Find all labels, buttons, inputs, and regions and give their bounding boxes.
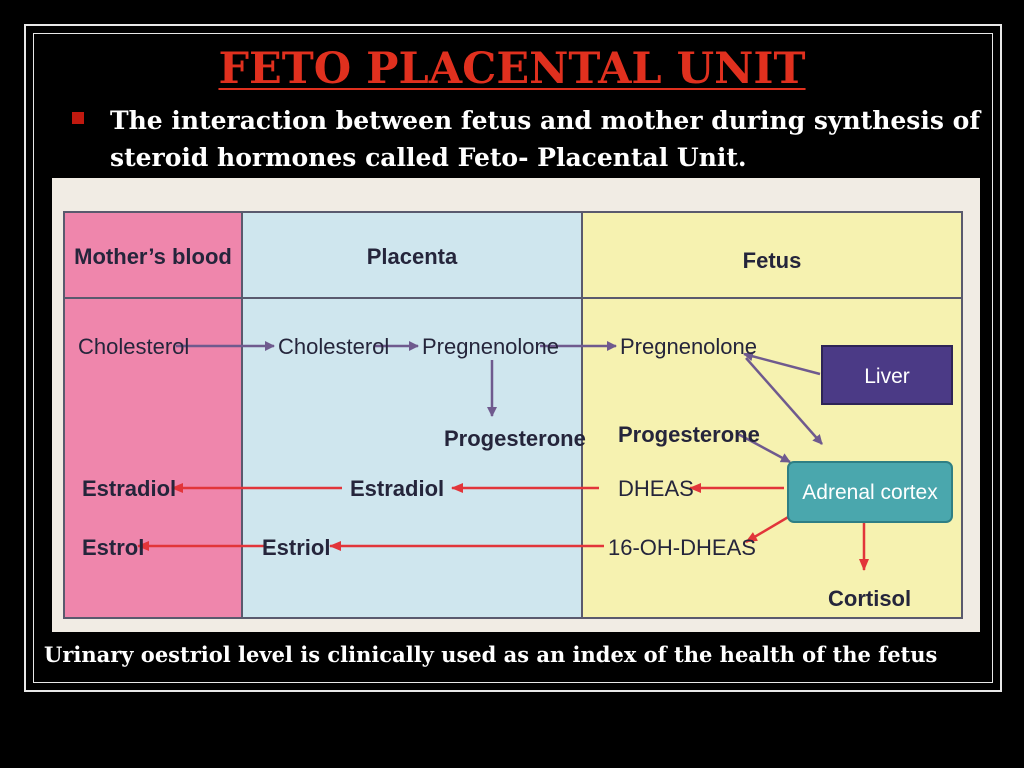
fetus-header: Fetus [743,248,802,273]
liver-box [821,345,953,405]
slide-frame-inner [33,33,993,683]
placenta-estradiol-label: Estradiol [350,476,444,501]
placenta-header: Placenta [367,244,458,269]
liver-label: Liver [864,365,910,388]
bullet-square-icon [72,112,84,124]
arrow-pregnenolone-to-adrenal [745,357,823,445]
placenta-pregnenolone-label: Pregnenolone [422,334,559,359]
fetus-progesterone-label: Progesterone [618,422,760,447]
placenta-cholesterol-label: Cholesterol [278,334,389,359]
arrow-adrenal-to-ohdheas [745,514,791,544]
fetus-dheas-label: DHEAS [618,476,694,501]
fetus-pregnenolone-label: Pregnenolone [620,334,757,359]
footer-note: Urinary oestriol level is clinically use… [44,642,938,667]
slide-frame-outer [24,24,1002,692]
adrenal-cortex-label: Adrenal cortex [802,481,938,504]
arrow-progesterone-to-adrenal [737,432,791,464]
fetus-column-bg [582,212,962,618]
placenta-column-bg [242,212,582,618]
bullet-text: The interaction between fetus and mother… [110,106,981,172]
placenta-progesterone-label: Progesterone [444,426,586,451]
slide-title: FETO PLACENTAL UNIT [218,44,806,94]
arrow-liver-to-pregnenolone [743,351,821,376]
fetus-ohdheas-label: 16-OH-DHEAS [608,535,756,560]
mother-estradiol-label: Estradiol [82,476,176,501]
mother-estrol-label: Estrol [82,535,144,560]
mother-cholesterol-label: Cholesterol [78,334,189,359]
diagram-svg: Mother’s blood Placenta Fetus Cholestero… [63,211,963,619]
mother-column-bg [64,212,242,618]
fetus-cortisol-label: Cortisol [828,586,911,611]
mother-header: Mother’s blood [74,244,232,269]
table-border [63,211,963,619]
placenta-estriol-label: Estriol [262,535,330,560]
adrenal-cortex-box [787,461,953,523]
feto-placental-diagram: Mother’s blood Placenta Fetus Cholestero… [52,178,980,632]
